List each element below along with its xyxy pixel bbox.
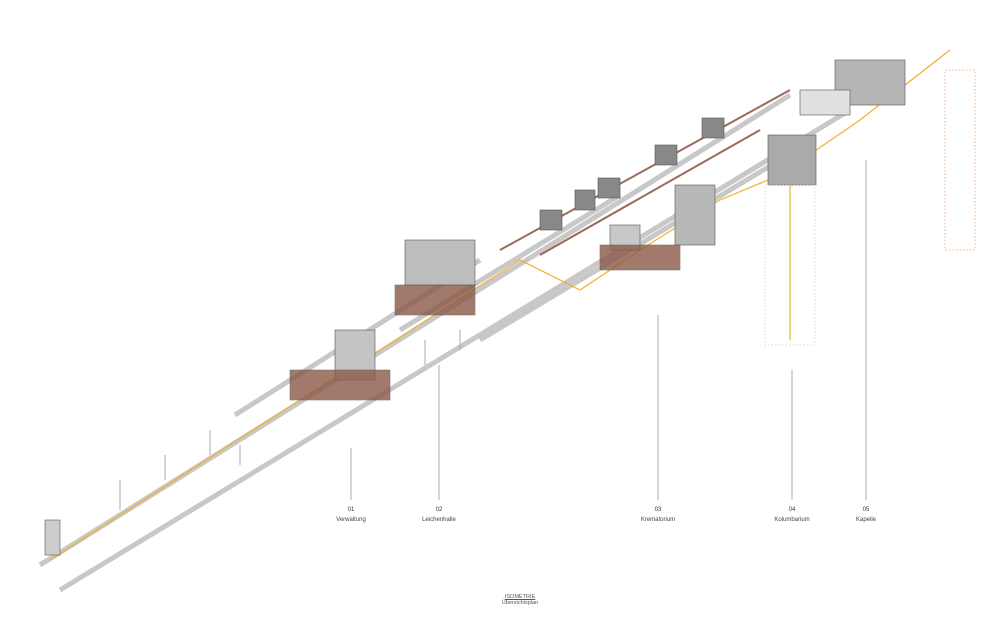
leader-lines	[350, 160, 867, 500]
label-name: Leichenhalle	[422, 517, 456, 523]
path-lines	[49, 49, 951, 561]
title-main: ISOMETRIE	[504, 594, 536, 600]
label-name: Kolumbarium	[774, 517, 810, 523]
label-number: 05	[862, 507, 870, 513]
label-verwaltung: 01 Verwaltung	[311, 507, 391, 523]
label-number: 01	[347, 507, 355, 513]
drawing-title: ISOMETRIE Übersichtsplan	[490, 594, 550, 606]
building-leichenhalle	[404, 239, 476, 286]
label-name: Verwaltung	[336, 517, 366, 523]
label-leichenhalle: 02 Leichenhalle	[399, 507, 479, 523]
label-kapelle: 05 Kapelle	[826, 507, 906, 523]
building-kolumbarium	[767, 134, 817, 186]
label-name: Kapelle	[855, 517, 876, 523]
label-name: Krematorium	[640, 517, 676, 523]
label-number: 03	[654, 507, 662, 513]
label-number: 04	[788, 507, 796, 513]
building-krematorium	[674, 184, 716, 246]
buildings	[44, 59, 906, 556]
dotted-volumes	[764, 69, 976, 346]
label-kolumbarium: 04 Kolumbarium	[752, 507, 832, 523]
label-krematorium: 03 Krematorium	[618, 507, 698, 523]
supports	[119, 330, 461, 510]
title-sub: Übersichtsplan	[501, 600, 539, 606]
label-number: 02	[435, 507, 443, 513]
